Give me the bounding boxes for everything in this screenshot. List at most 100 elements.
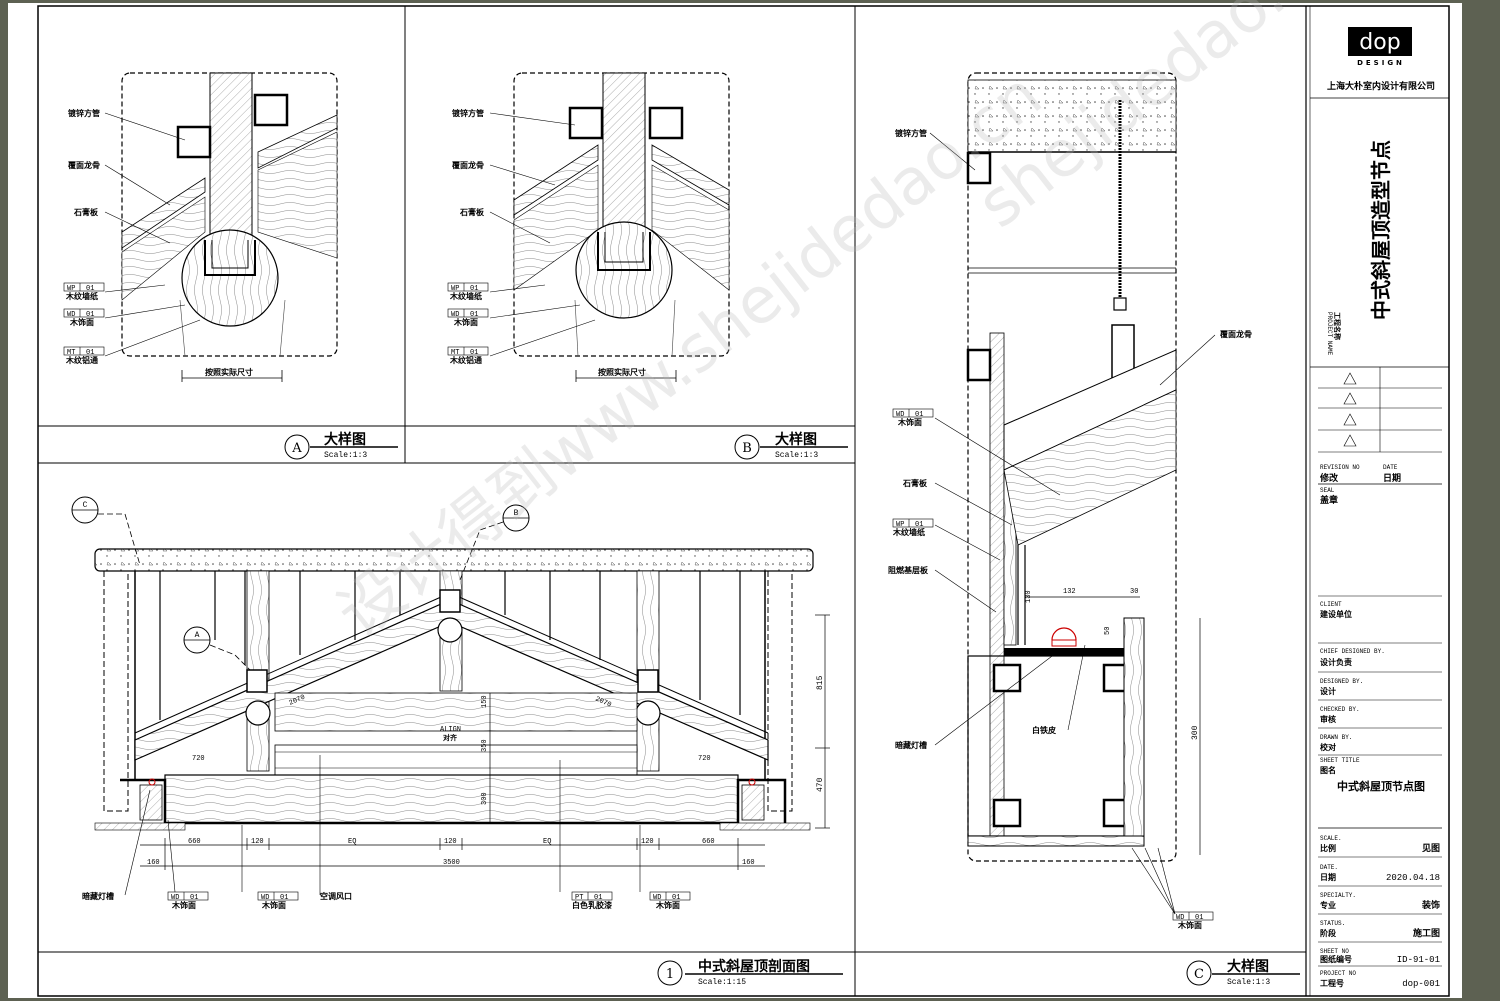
label-c-keel: 覆面龙骨 [1220,329,1252,339]
svg-text:160: 160 [742,859,755,867]
sheet-title: 中式斜屋顶节点图 [1337,779,1425,793]
svg-text:CHIEF DESIGNED BY.: CHIEF DESIGNED BY. [1320,648,1385,655]
svg-text:WD: WD [67,311,75,319]
svg-text:PROJECT NO: PROJECT NO [1320,970,1356,977]
svg-text:01: 01 [915,521,923,529]
svg-text:120: 120 [444,838,457,846]
label-air-vent: 空调风口 [320,891,352,901]
svg-text:50: 50 [1104,627,1112,635]
svg-text:校对: 校对 [1320,742,1336,752]
svg-text:01: 01 [190,894,198,902]
svg-text:REVISION NO: REVISION NO [1320,464,1360,471]
svg-text:01: 01 [280,894,288,902]
detail-a-title: 大样图 [324,431,366,448]
label-c-slot: 暗藏灯槽 [895,740,927,750]
concrete-c [967,79,1177,153]
svg-text:WD: WD [451,311,459,319]
label-tube: 镀锌方管 [68,108,100,118]
svg-text:SEAL: SEAL [1320,487,1335,494]
svg-text:MT: MT [67,349,75,357]
svg-text:镀锌方管: 镀锌方管 [452,108,484,118]
svg-text:审核: 审核 [1320,714,1336,724]
label-keel: 覆面龙骨 [68,160,100,170]
title-block: dop DESIGN 上海大朴室内设计有限公司 中式斜屋顶造型节点 PROJEC… [1310,27,1449,989]
label-c-tin: 白铁皮 [1032,725,1056,735]
svg-text:SCALE.: SCALE. [1320,835,1342,842]
svg-text:木纹铝通: 木纹铝通 [449,355,482,365]
svg-text:WP: WP [451,285,459,293]
svg-text:建设单位: 建设单位 [1319,609,1352,619]
svg-text:660: 660 [702,838,715,846]
svg-text:工程号: 工程号 [1320,978,1344,988]
svg-text:WP: WP [67,285,75,293]
svg-text:SPECIALTY.: SPECIALTY. [1320,892,1356,899]
svg-text:01: 01 [594,894,602,902]
svg-text:日期: 日期 [1383,472,1401,484]
square-tube [176,125,212,159]
svg-text:01: 01 [470,349,478,357]
label-gypsum: 石膏板 [73,207,99,217]
section-1-mark: 1 [666,967,674,982]
svg-text:01: 01 [672,894,680,902]
svg-text:660: 660 [188,838,201,846]
detail-c-scale: Scale:1:3 [1227,978,1270,987]
svg-text:PT: PT [575,894,583,902]
svg-text:SHEET NO: SHEET NO [1320,948,1349,955]
svg-text:设计负责: 设计负责 [1320,657,1352,667]
status-value: 施工图 [1413,927,1440,939]
svg-text:720: 720 [698,755,711,763]
svg-text:01: 01 [86,349,94,357]
svg-text:01: 01 [470,311,478,319]
svg-text:dop: dop [1359,30,1400,55]
ceiling-panel [164,774,739,824]
detail-a-mark: A [291,441,302,456]
border-frame [37,5,1450,997]
detail-b-scale: Scale:1:3 [775,451,818,460]
svg-text:木纹墙纸: 木纹墙纸 [449,291,482,301]
align-en: ALIGN [440,726,461,734]
project-title: 中式斜屋顶造型节点 [1369,140,1393,320]
svg-text:修改: 修改 [1319,472,1339,484]
svg-text:WD: WD [1176,914,1184,922]
date-value: 2020.04.18 [1386,873,1440,883]
detail-c-mark: C [1194,967,1204,982]
svg-text:EQ: EQ [543,838,551,846]
svg-text:木纹铝通: 木纹铝通 [65,355,98,365]
svg-text:工程名称: 工程名称 [1333,312,1342,340]
svg-text:WD: WD [261,894,269,902]
label-c-tube: 镀锌方管 [895,128,927,138]
section-1-title: 中式斜屋顶剖面图 [698,958,810,975]
svg-text:CHECKED BY.: CHECKED BY. [1320,706,1360,713]
svg-text:01: 01 [86,311,94,319]
svg-text:白色乳胶漆: 白色乳胶漆 [572,900,612,910]
svg-text:木饰面: 木饰面 [171,900,196,910]
svg-text:木纹墙纸: 木纹墙纸 [65,291,98,301]
svg-text:PROJECT NAME: PROJECT NAME [1326,312,1333,356]
svg-text:木饰面: 木饰面 [655,900,680,910]
svg-text:设计: 设计 [1320,686,1336,696]
svg-text:CLIENT: CLIENT [1320,601,1342,608]
svg-text:盖章: 盖章 [1320,494,1338,506]
svg-text:300: 300 [1191,725,1200,740]
svg-text:WD: WD [653,894,661,902]
svg-text:DESIGNED BY.: DESIGNED BY. [1320,678,1363,685]
svg-text:350: 350 [481,739,489,752]
detail-c: 132 30 130 50 300 镀锌方管 覆面龙骨 WD 01 木饰面 石膏… [855,72,1306,987]
scale-value: 见图 [1422,843,1440,854]
svg-text:120: 120 [641,838,654,846]
svg-text:木饰面: 木饰面 [69,317,94,327]
svg-text:MT: MT [451,349,459,357]
svg-text:STATUS.: STATUS. [1320,920,1345,927]
svg-text:EQ: EQ [348,838,356,846]
svg-text:120: 120 [251,838,264,846]
svg-text:30: 30 [1130,588,1138,596]
svg-text:815: 815 [816,675,825,690]
detail-b-mark: B [742,441,752,456]
svg-text:160: 160 [147,859,160,867]
svg-text:150: 150 [481,695,489,708]
svg-text:日期: 日期 [1320,872,1336,882]
svg-text:DESIGN: DESIGN [1357,59,1405,67]
svg-text:木纹墙纸: 木纹墙纸 [892,527,925,537]
detail-a-scale: Scale:1:3 [324,451,367,460]
